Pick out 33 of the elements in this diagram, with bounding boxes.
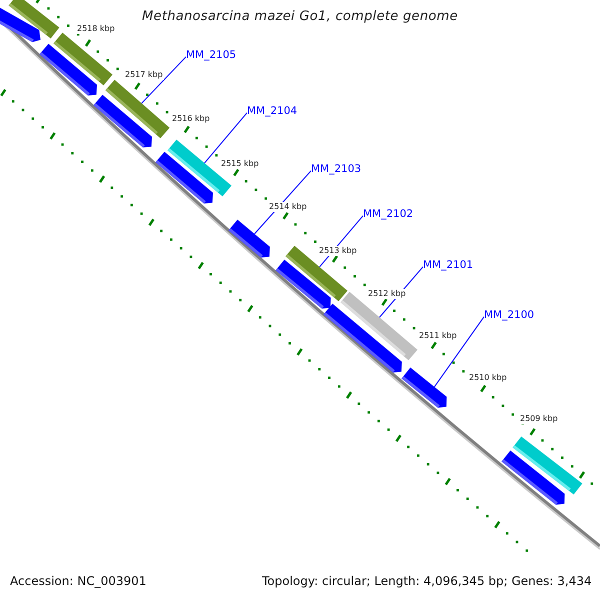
scale-label: 2514 kbp (268, 202, 308, 212)
leader-line (434, 316, 484, 388)
scale-label: 2510 kbp (468, 373, 508, 383)
scale-label: 2516 kbp (171, 114, 211, 124)
gene-feature-pointed (276, 260, 331, 309)
scale-label: 2517 kbp (124, 70, 164, 80)
scale-label: 2512 kbp (367, 289, 407, 299)
gene-label: MM_2104 (247, 105, 298, 118)
leader-line (254, 170, 312, 234)
gene-feature-pointed (94, 94, 152, 148)
scale-label: 2513 kbp (318, 246, 358, 256)
gene-bar (8, 0, 60, 38)
gene-label: MM_2102 (363, 208, 414, 221)
accession-text: Accession: NC_003901 (10, 574, 146, 588)
gene-feature-pointed (324, 304, 402, 372)
gene-label: MM_2103 (311, 163, 362, 176)
genome-info-text: Topology: circular; Length: 4,096,345 bp; Genes: 3,434 (262, 574, 592, 588)
gene-feature-pointed (228, 220, 270, 258)
gene-label: MM_2101 (423, 259, 474, 272)
gene-label: MM_2100 (484, 309, 534, 322)
gene-feature-pointed (402, 368, 447, 408)
gene-feature-pointed (156, 152, 213, 204)
gene-feature-pointed (0, 6, 40, 42)
leader-line (141, 56, 186, 104)
gene-label: MM_2105 (186, 49, 236, 62)
gene-feature-pointed (502, 450, 565, 505)
diagram-title: Methanosarcina mazei Go1, complete genome (142, 9, 458, 25)
leader-line (204, 112, 248, 164)
scale-label: 2509 kbp (519, 414, 559, 424)
scale-label: 2518 kbp (76, 24, 116, 34)
gene-feature-pointed (40, 44, 97, 96)
scale-label: 2515 kbp (220, 159, 260, 169)
scale-label: 2511 kbp (418, 331, 458, 341)
